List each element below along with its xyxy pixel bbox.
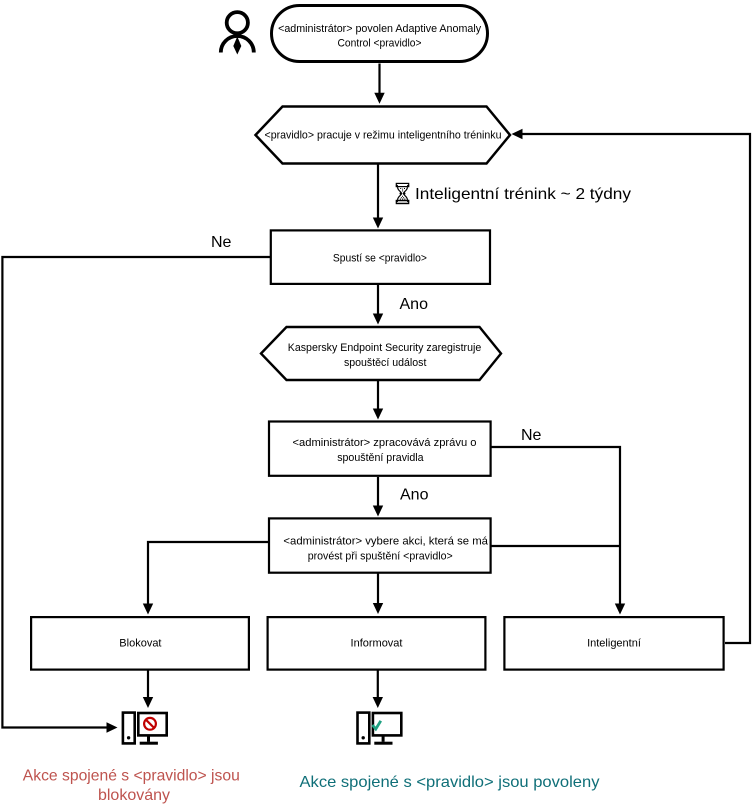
svg-text:spouštěcí událost: spouštěcí událost (344, 357, 427, 369)
svg-text:Akce spojené s <pravidlo> jsou: Akce spojené s <pravidlo> jsou povoleny (300, 774, 600, 791)
svg-text:Akce spojené s <pravidlo> jsou: Akce spojené s <pravidlo> jsou (23, 768, 240, 785)
svg-text:Informovat: Informovat (351, 638, 403, 650)
svg-text:Ano: Ano (400, 296, 429, 313)
svg-text:Ne: Ne (211, 234, 232, 251)
svg-text:<administrátor> vybere akci, k: <administrátor> vybere akci, která se má (283, 536, 488, 548)
svg-text:Inteligentní trénink ~ 2 týdny: Inteligentní trénink ~ 2 týdny (415, 186, 631, 203)
svg-text:<administrátor> povolen Adapti: <administrátor> povolen Adaptive Anomaly (278, 23, 481, 35)
svg-text:provést při spuštění <pravidlo: provést při spuštění <pravidlo> (308, 551, 453, 563)
svg-text:spouštění pravidla: spouštění pravidla (337, 452, 424, 464)
svg-text:<administrátor> zpracovává zpr: <administrátor> zpracovává zprávu o (293, 437, 477, 449)
svg-text:Ne: Ne (521, 427, 542, 444)
svg-text:<pravidlo> pracuje v režimu in: <pravidlo> pracuje v režimu inteligentní… (265, 130, 502, 142)
svg-text:blokovány: blokovány (98, 787, 170, 804)
svg-text:Spustí se <pravidlo>: Spustí se <pravidlo> (333, 253, 427, 265)
svg-text:Blokovat: Blokovat (119, 638, 161, 650)
svg-text:Inteligentní: Inteligentní (587, 638, 641, 650)
svg-text:Control <pravidlo>: Control <pravidlo> (338, 38, 422, 50)
svg-text:Kaspersky Endpoint Security za: Kaspersky Endpoint Security zaregistruje (288, 342, 482, 354)
svg-text:Ano: Ano (400, 487, 429, 504)
